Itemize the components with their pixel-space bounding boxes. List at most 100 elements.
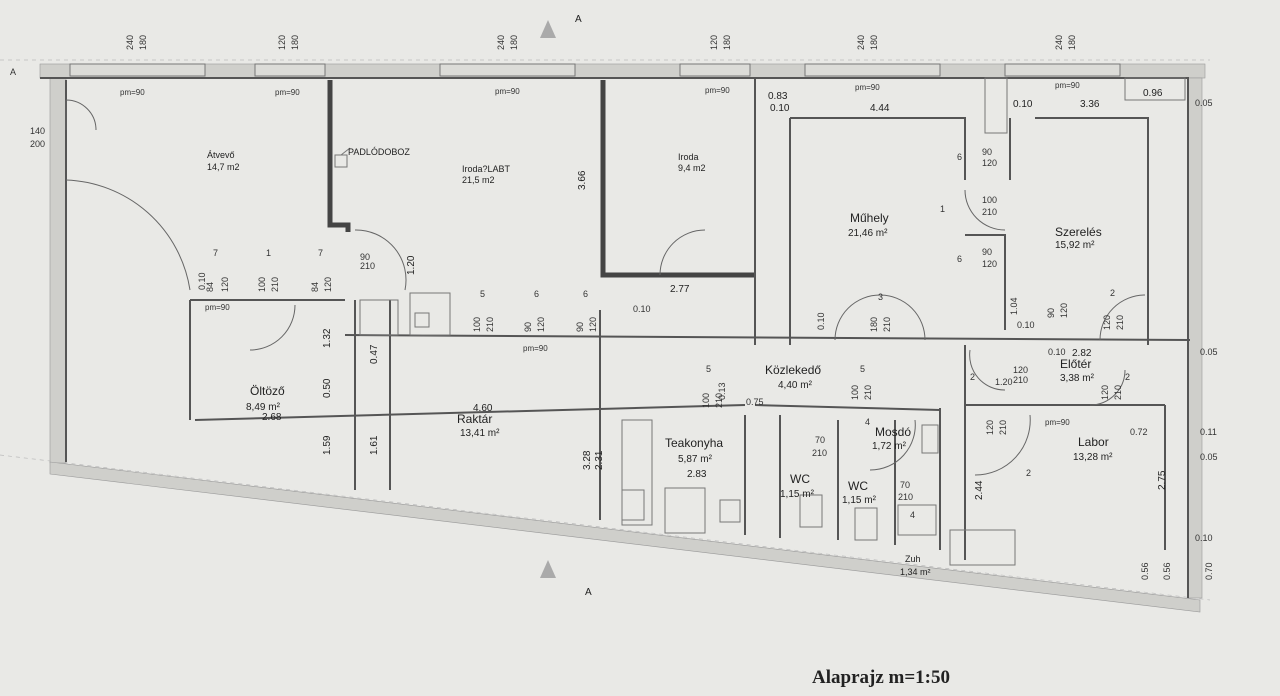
dim-0-10: 0.10 <box>1017 320 1035 330</box>
room-number: 6 <box>957 152 962 162</box>
door-dim: 120 <box>1059 303 1069 318</box>
dim-window-3-width: 240 <box>496 35 506 50</box>
door-dim: 120 <box>220 277 230 292</box>
room-number: 7 <box>213 248 218 258</box>
room-area-zuh: 1,34 m² <box>900 567 931 577</box>
door-dim: 210 <box>360 261 375 271</box>
room-name-eloter: Előtér <box>1060 357 1091 371</box>
dim-window-5-height: 180 <box>869 35 879 50</box>
dim-4-60: 4.60 <box>473 403 493 414</box>
room-area-muhely: 21,46 m² <box>848 228 888 239</box>
electric-panel <box>621 489 645 521</box>
door-dim: 120 <box>323 277 333 292</box>
pm-label: pm=90 <box>1045 418 1070 427</box>
door-dim: 120 <box>982 259 997 269</box>
room-name-zuh: Zuh <box>905 554 921 564</box>
room-area-kozlekedo: 4,40 m² <box>778 380 813 391</box>
door-dim: 120 <box>1100 385 1110 400</box>
dim-3-66: 3.66 <box>577 170 588 190</box>
dim-window-6-width: 240 <box>1054 35 1064 50</box>
window-2 <box>254 63 326 77</box>
door-oltozo <box>249 304 296 351</box>
room-number: 6 <box>957 254 962 264</box>
room-area-iroda-labor: 21,5 m2 <box>462 175 495 185</box>
window-4 <box>679 63 751 77</box>
door-dim: 100 <box>850 385 860 400</box>
room-name-muhely: Műhely <box>850 211 889 225</box>
door-dim: 210 <box>812 448 827 458</box>
dim-door-height: 200 <box>30 139 45 149</box>
dim-window-2-height: 180 <box>290 35 300 50</box>
door-labor <box>974 414 1031 476</box>
door-dim: 90 <box>982 147 992 157</box>
dim-window-1-width: 240 <box>125 35 135 50</box>
dim-window-4-height: 180 <box>722 35 732 50</box>
dim-0-56: 0.56 <box>1162 562 1172 580</box>
dim-1-32: 1.32 <box>322 328 333 348</box>
dim-2-44: 2.44 <box>974 480 985 500</box>
dim-window-2-width: 120 <box>277 35 287 50</box>
dim-2-83: 2.83 <box>687 469 707 480</box>
dim-1-20: 1.20 <box>406 255 417 275</box>
dim-0-10: 0.10 <box>1013 99 1033 110</box>
door-dim: 90 <box>360 252 370 262</box>
toilet-2 <box>799 494 823 528</box>
door-dim: 84 <box>310 282 320 292</box>
room-area-wc-2: 1,15 m² <box>842 495 877 506</box>
room-number: 4 <box>865 417 870 427</box>
door-dim: 100 <box>982 195 997 205</box>
door-dim: 70 <box>900 480 910 490</box>
door-dim: 90 <box>523 322 533 332</box>
dim-0-05: 0.05 <box>1200 347 1218 357</box>
door-dim: 70 <box>815 435 825 445</box>
dim-1-59: 1.59 <box>322 435 333 455</box>
room-number: 2 <box>1026 468 1031 478</box>
door-dim: 100 <box>701 393 711 408</box>
door-dim: 120 <box>985 420 995 435</box>
door-dim: 120 <box>536 317 546 332</box>
door-dim: 210 <box>714 393 724 408</box>
dim-1-04: 1.04 <box>1009 297 1019 315</box>
room-area-raktar: 13,41 m² <box>460 428 500 439</box>
dim-2-31: 2.31 <box>594 450 605 470</box>
room-name-wc-2: WC <box>848 479 868 493</box>
room-area-oltozo: 8,49 m² <box>246 402 281 413</box>
toilet-1 <box>854 507 878 541</box>
room-name-atvevo: Átvevő <box>207 150 235 160</box>
dim-window-1-height: 180 <box>138 35 148 50</box>
kitchen-chair <box>719 499 741 523</box>
door-dim: 210 <box>982 207 997 217</box>
door-dim: 210 <box>863 385 873 400</box>
room-area-labor: 13,28 m² <box>1073 452 1113 463</box>
dim-0-70: 0.70 <box>1204 562 1214 580</box>
window-5 <box>804 63 941 77</box>
room-area-eloter: 3,38 m² <box>1060 373 1095 384</box>
room-number: 6 <box>534 289 539 299</box>
door-entrance <box>65 99 97 131</box>
shower <box>897 504 937 536</box>
door-muhely <box>834 294 926 341</box>
room-number: 1 <box>266 248 271 258</box>
dim-door-width: 140 <box>30 126 45 136</box>
room-name-labor: Labor <box>1078 435 1109 449</box>
room-area-mosdo: 1,72 m² <box>872 441 907 452</box>
room-number: 5 <box>860 364 865 374</box>
door-dim: 100 <box>472 317 482 332</box>
pm-label: pm=90 <box>1055 81 1080 90</box>
room-name-teakonyha: Teakonyha <box>665 436 723 450</box>
dim-2-75: 2.75 <box>1157 470 1168 490</box>
dim-2-82: 2.82 <box>1072 348 1092 359</box>
dim-0-50: 0.50 <box>322 378 333 398</box>
section-markers: A A A <box>10 14 592 598</box>
pm-label: pm=90 <box>855 83 880 92</box>
door-dim: 120 <box>1013 365 1028 375</box>
door-dim: 100 <box>257 277 267 292</box>
door-dim: 90 <box>1046 308 1056 318</box>
door-size-labels: 120 84 100 210 84 120 90 210 100 210 90 … <box>205 147 1125 502</box>
plan-caption: Alaprajz m=1:50 <box>812 667 950 688</box>
door-dim: 210 <box>1113 385 1123 400</box>
door-dim: 84 <box>205 282 215 292</box>
lab-sink <box>949 529 1016 566</box>
